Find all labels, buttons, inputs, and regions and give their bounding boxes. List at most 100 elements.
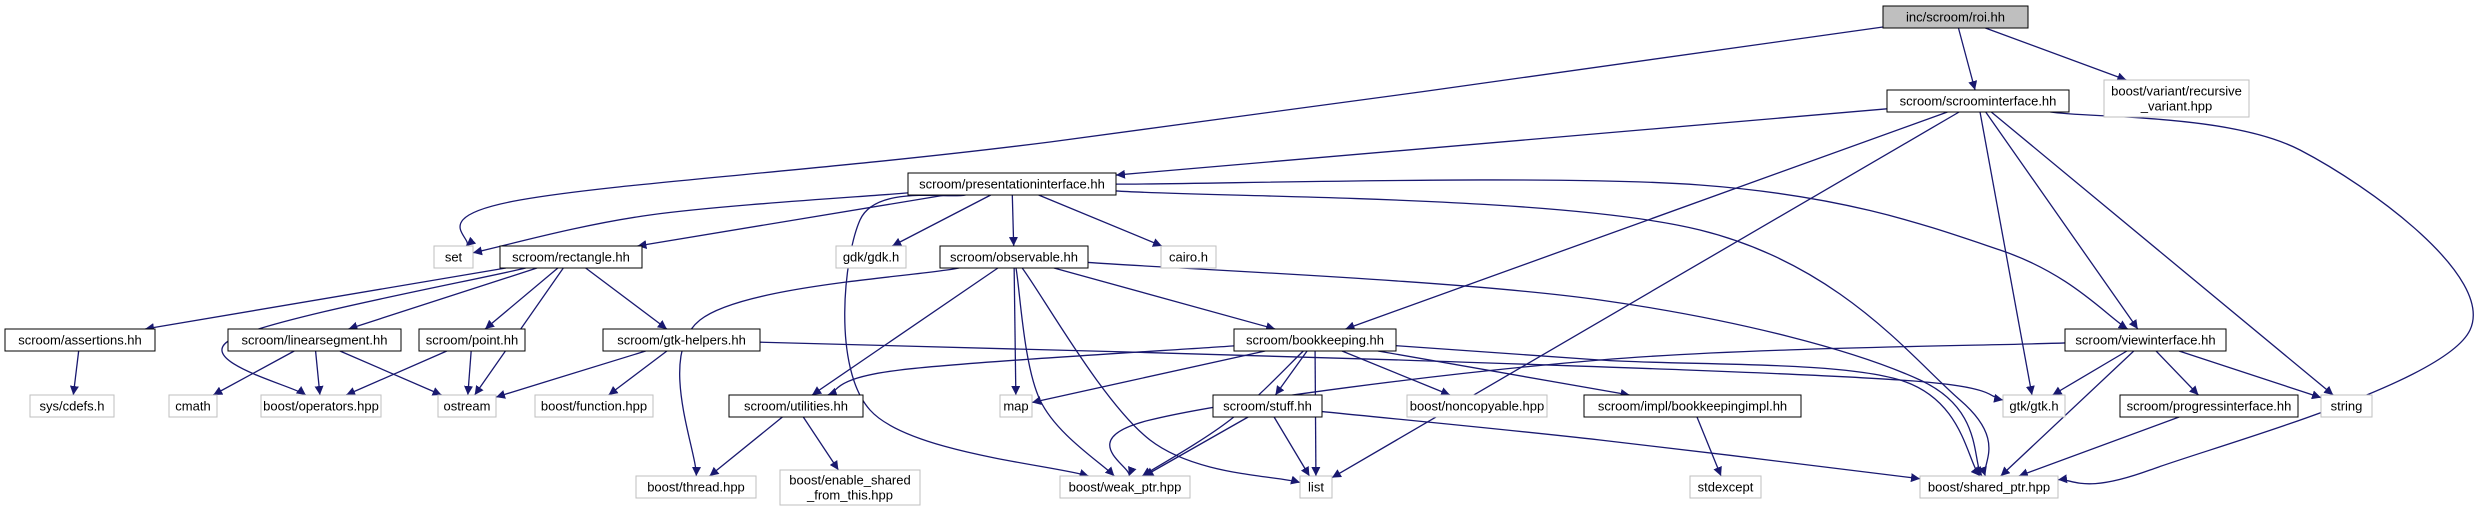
node-variant: boost/variant/recursive_variant.hpp xyxy=(2103,79,2250,118)
node-point[interactable]: scroom/point.hh xyxy=(418,328,526,352)
node-string: string xyxy=(2320,394,2373,418)
edge-linearsegment-to-ostream xyxy=(339,350,442,396)
node-box-linearsegment[interactable] xyxy=(227,328,402,352)
edge-roi-to-scroominterface xyxy=(1957,27,1978,91)
node-label-presentationinterface: scroom/presentationinterface.hh xyxy=(919,177,1105,192)
node-box-roi[interactable] xyxy=(1882,5,2029,29)
node-box-assertions[interactable] xyxy=(4,328,156,352)
node-bookkeepingimpl[interactable]: scroom/impl/bookkeepingimpl.hh xyxy=(1583,394,1802,418)
node-label-gtk: gtk/gtk.h xyxy=(2009,399,2058,414)
node-label-enable_shared-line-2: _from_this.hpp xyxy=(806,488,893,503)
node-presentationinterface[interactable]: scroom/presentationinterface.hh xyxy=(907,172,1117,196)
node-box-point[interactable] xyxy=(418,328,526,352)
node-set: set xyxy=(433,245,474,269)
node-box-utilities[interactable] xyxy=(728,394,864,418)
edge-bookkeeping-to-bookkeepingimpl xyxy=(1377,350,1630,398)
node-box-cdefs xyxy=(29,394,115,418)
edge-observable-to-utilities xyxy=(811,267,999,396)
node-box-thread xyxy=(635,475,757,499)
edge-observable-to-list xyxy=(1021,267,1301,485)
node-box-progressinterface[interactable] xyxy=(2119,394,2299,418)
node-label-variant-line-2: _variant.hpp xyxy=(2140,99,2213,114)
node-bookkeeping[interactable]: scroom/bookkeeping.hh xyxy=(1233,328,1397,352)
node-label-roi: inc/scroom/roi.hh xyxy=(1906,10,2005,25)
node-box-shared_ptr xyxy=(1919,475,2059,499)
node-label-thread: boost/thread.hpp xyxy=(647,480,745,495)
node-label-bookkeepingimpl: scroom/impl/bookkeepingimpl.hh xyxy=(1598,399,1787,414)
edge-presentationinterface-to-viewinterface xyxy=(1115,179,2129,330)
nodes-layer: inc/scroom/roi.hh scroom/scroominterface.… xyxy=(4,5,2373,506)
node-label-linearsegment: scroom/linearsegment.hh xyxy=(242,333,388,348)
node-viewinterface[interactable]: scroom/viewinterface.hh xyxy=(2064,328,2227,352)
node-label-progressinterface: scroom/progressinterface.hh xyxy=(2127,399,2292,414)
node-box-gtk xyxy=(2002,394,2066,418)
edge-presentationinterface-to-observable xyxy=(1008,194,1018,247)
edge-bookkeepingimpl-to-stdexcept xyxy=(1696,416,1722,477)
edge-scroominterface-to-string xyxy=(1990,111,2334,396)
node-label-gdk: gdk/gdk.h xyxy=(843,250,899,265)
edge-scroominterface-to-bookkeeping xyxy=(1345,111,1948,331)
node-map: map xyxy=(999,394,1033,418)
node-label-scroominterface: scroom/scroominterface.hh xyxy=(1900,94,2057,109)
edge-bookkeeping-to-weak_ptr xyxy=(1141,350,1304,477)
edge-scroominterface-to-gtk xyxy=(1979,111,2035,396)
node-stdexcept: stdexcept xyxy=(1689,475,1762,499)
node-shared_ptr: boost/shared_ptr.hpp xyxy=(1919,475,2059,499)
node-cmath: cmath xyxy=(168,394,218,418)
node-label-map: map xyxy=(1003,399,1028,414)
node-scroominterface[interactable]: scroom/scroominterface.hh xyxy=(1886,89,2070,113)
edge-rectangle-to-assertions xyxy=(144,267,507,332)
node-label-rectangle: scroom/rectangle.hh xyxy=(512,250,630,265)
node-box-rectangle[interactable] xyxy=(499,245,643,269)
node-linearsegment[interactable]: scroom/linearsegment.hh xyxy=(227,328,402,352)
node-label-cmath: cmath xyxy=(175,399,210,414)
node-label-variant-line-1: boost/variant/recursive xyxy=(2111,84,2242,99)
node-box-bookkeepingimpl[interactable] xyxy=(1583,394,1802,418)
node-box-presentationinterface[interactable] xyxy=(907,172,1117,196)
node-assertions[interactable]: scroom/assertions.hh xyxy=(4,328,156,352)
edge-bookkeeping-to-map xyxy=(1031,350,1266,405)
node-label-function: boost/function.hpp xyxy=(541,399,647,414)
node-box-cairo xyxy=(1160,245,1217,269)
node-cdefs: sys/cdefs.h xyxy=(29,394,115,418)
node-label-stuff: scroom/stuff.hh xyxy=(1223,399,1312,414)
edge-scroominterface-to-viewinterface xyxy=(1985,111,2139,330)
node-box-stuff[interactable] xyxy=(1212,394,1323,418)
node-box-operators xyxy=(260,394,382,418)
edge-presentationinterface-to-set xyxy=(472,192,909,256)
node-label-gtkhelpers: scroom/gtk-helpers.hh xyxy=(617,333,746,348)
edge-viewinterface-to-gtk xyxy=(2052,350,2128,396)
node-label-cdefs: sys/cdefs.h xyxy=(39,399,104,414)
edge-scroominterface-to-list xyxy=(1331,111,1960,479)
node-box-variant xyxy=(2103,79,2250,118)
node-stuff[interactable]: scroom/stuff.hh xyxy=(1212,394,1323,418)
edge-utilities-to-thread xyxy=(709,416,783,477)
node-label-utilities: scroom/utilities.hh xyxy=(744,399,848,414)
node-progressinterface[interactable]: scroom/progressinterface.hh xyxy=(2119,394,2299,418)
node-observable[interactable]: scroom/observable.hh xyxy=(939,245,1089,269)
edge-utilities-to-enable_shared xyxy=(802,416,839,471)
node-box-set xyxy=(433,245,474,269)
node-box-observable[interactable] xyxy=(939,245,1089,269)
node-label-set: set xyxy=(445,250,463,265)
edge-presentationinterface-to-shared_ptr xyxy=(1115,190,1990,477)
edge-presentationinterface-to-cairo xyxy=(1038,194,1163,247)
node-label-stdexcept: stdexcept xyxy=(1698,480,1754,495)
edges-layer xyxy=(69,26,2474,485)
node-box-viewinterface[interactable] xyxy=(2064,328,2227,352)
node-box-gdk xyxy=(835,245,907,269)
node-box-gtkhelpers[interactable] xyxy=(602,328,761,352)
node-label-point: scroom/point.hh xyxy=(426,333,519,348)
node-box-scroominterface[interactable] xyxy=(1886,89,2070,113)
node-rectangle[interactable]: scroom/rectangle.hh xyxy=(499,245,643,269)
node-box-ostream xyxy=(437,394,497,418)
node-label-string: string xyxy=(2331,399,2363,414)
node-box-bookkeeping[interactable] xyxy=(1233,328,1397,352)
edge-roi-to-set xyxy=(459,26,1884,247)
edge-assertions-to-cdefs xyxy=(69,350,80,396)
node-roi[interactable]: inc/scroom/roi.hh xyxy=(1882,5,2029,29)
node-gtkhelpers[interactable]: scroom/gtk-helpers.hh xyxy=(602,328,761,352)
node-enable_shared: boost/enable_shared_from_this.hpp xyxy=(779,469,921,506)
edge-observable-to-bookkeeping xyxy=(1053,267,1276,331)
node-utilities[interactable]: scroom/utilities.hh xyxy=(728,394,864,418)
